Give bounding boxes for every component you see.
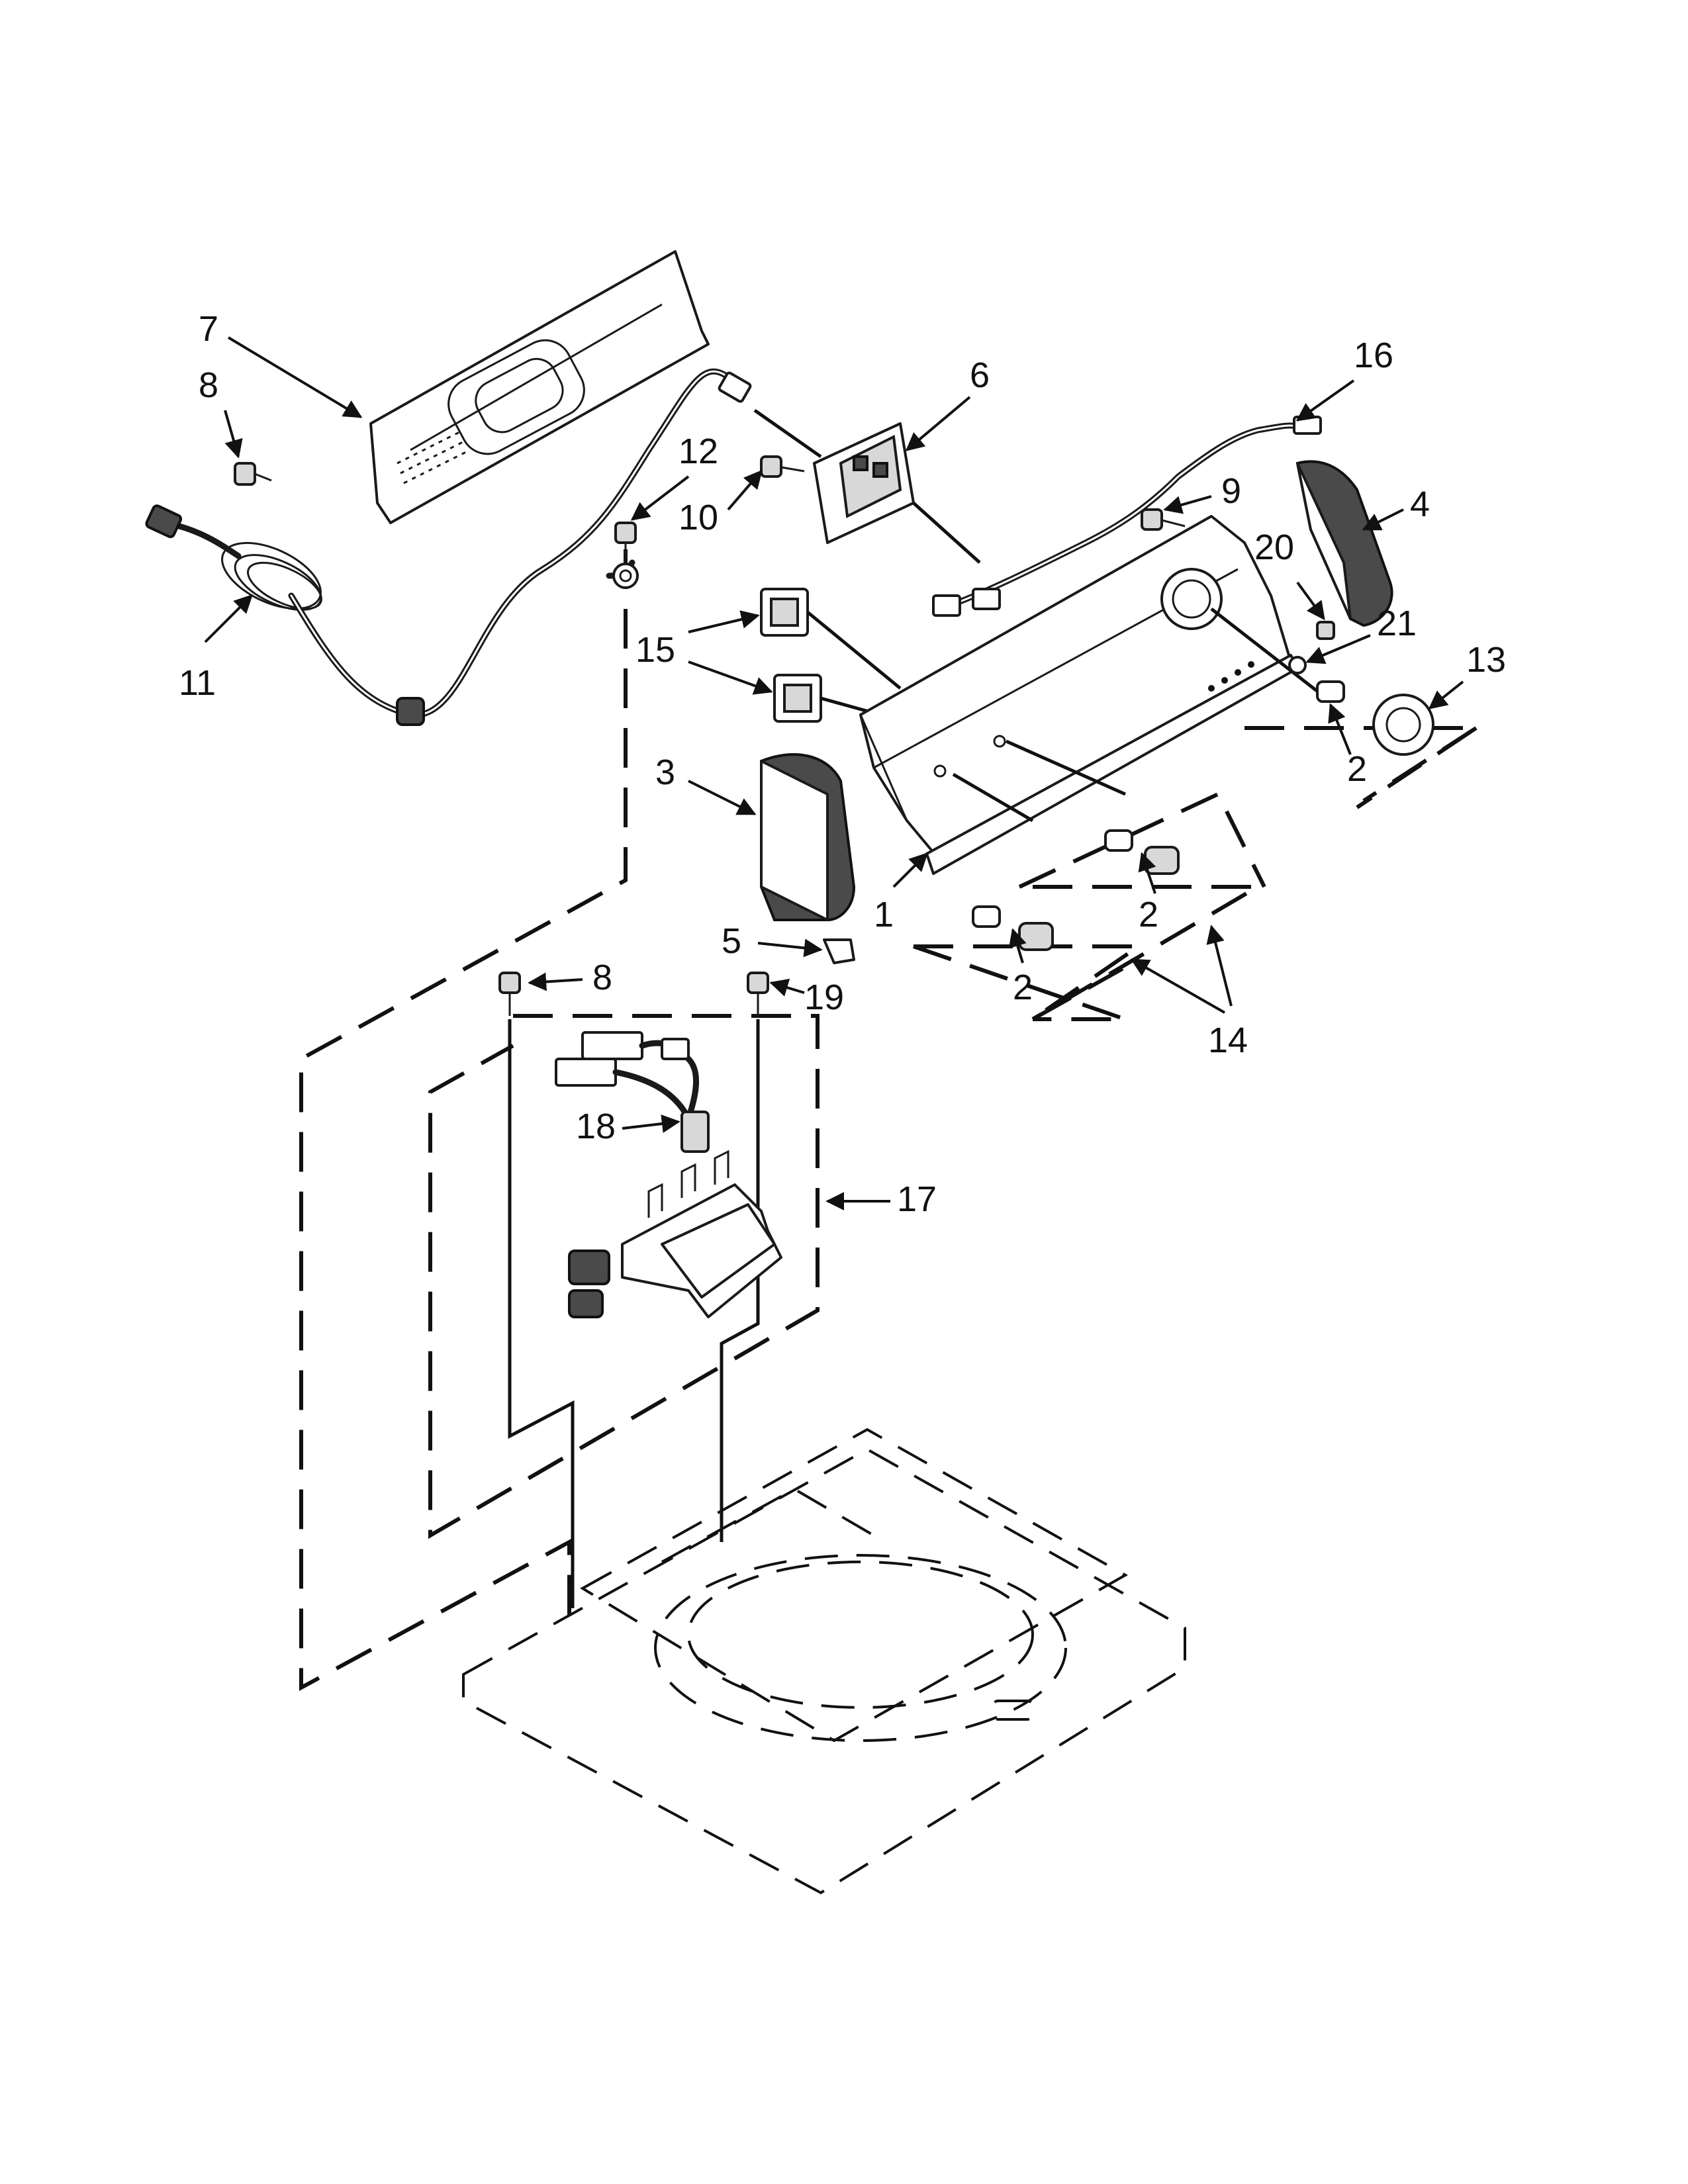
callout-16: 16 bbox=[1354, 336, 1393, 375]
dispenser-harness bbox=[555, 1031, 710, 1153]
callout-2-mid: 2 bbox=[1139, 895, 1158, 934]
callout-15: 15 bbox=[635, 630, 675, 670]
callout-3: 3 bbox=[655, 752, 675, 792]
callout-20: 20 bbox=[1254, 527, 1294, 567]
callout-5: 5 bbox=[722, 921, 741, 961]
ground-screw bbox=[612, 522, 639, 589]
washer-cabinet bbox=[462, 1428, 1186, 1895]
screw-20 bbox=[1316, 621, 1335, 640]
callout-12: 12 bbox=[679, 432, 718, 471]
callout-2-right: 2 bbox=[1347, 749, 1367, 789]
callout-2-left: 2 bbox=[1013, 968, 1033, 1007]
pressure-switches bbox=[760, 588, 902, 723]
knob-2-upper bbox=[1104, 829, 1180, 875]
screw-19 bbox=[747, 972, 769, 1016]
callout-19: 19 bbox=[804, 978, 844, 1017]
power-cord bbox=[145, 368, 752, 726]
knob-2-lower bbox=[972, 905, 1054, 951]
leader-lines bbox=[204, 336, 1464, 1210]
callout-11: 11 bbox=[179, 663, 216, 703]
assembly-guide-lines bbox=[299, 549, 1483, 1692]
callout-4: 4 bbox=[1410, 484, 1430, 524]
knob-13 bbox=[1316, 680, 1434, 756]
callout-21: 21 bbox=[1377, 604, 1417, 643]
dispenser-bracket bbox=[568, 1150, 782, 1318]
callout-17: 17 bbox=[897, 1179, 937, 1219]
console-back-panel bbox=[369, 250, 710, 524]
callout-10: 10 bbox=[679, 498, 718, 537]
callout-9: 9 bbox=[1221, 471, 1241, 511]
end-cap-left bbox=[760, 753, 856, 921]
screw-8-lower bbox=[498, 972, 521, 1016]
callout-8-top: 8 bbox=[199, 365, 218, 405]
callout-18: 18 bbox=[576, 1107, 616, 1146]
screw-9 bbox=[1141, 508, 1186, 531]
callout-13: 13 bbox=[1466, 640, 1506, 680]
end-cap-right bbox=[1295, 460, 1393, 627]
screw-10 bbox=[760, 455, 805, 478]
console-indicator-dots bbox=[1208, 661, 1254, 692]
panel-vent-holes bbox=[397, 429, 471, 484]
callout-1: 1 bbox=[874, 895, 894, 934]
screw-8-top bbox=[234, 462, 272, 486]
callout-14: 14 bbox=[1208, 1021, 1248, 1060]
callout-6: 6 bbox=[970, 355, 990, 395]
washer-21 bbox=[1288, 656, 1307, 674]
clip bbox=[823, 938, 855, 964]
control-board bbox=[753, 408, 981, 564]
callout-8-lower: 8 bbox=[592, 958, 612, 997]
callout-labels: 7 8 11 12 10 6 16 9 4 20 21 13 15 3 2 1 … bbox=[179, 309, 1506, 1219]
callout-7: 7 bbox=[199, 309, 218, 349]
console-panel bbox=[859, 515, 1332, 875]
